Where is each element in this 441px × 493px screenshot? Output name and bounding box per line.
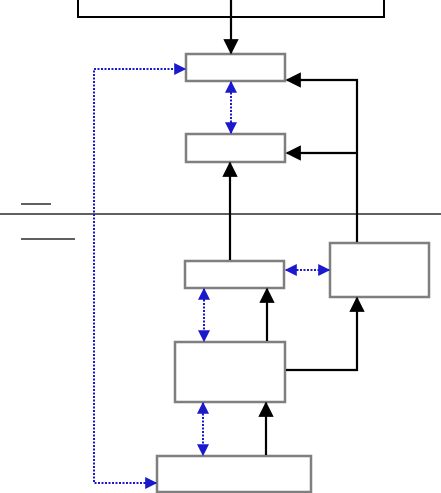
box-2 bbox=[184, 132, 287, 164]
side-box bbox=[328, 241, 431, 299]
arrow-side-to-box-1 bbox=[285, 72, 359, 242]
box-4 bbox=[173, 340, 287, 404]
box-3 bbox=[183, 259, 286, 290]
dotted-arrow-box-5-box-1 bbox=[93, 63, 187, 489]
arrow-box-4-to-side bbox=[286, 296, 365, 372]
box-5 bbox=[155, 454, 313, 493]
box-1 bbox=[184, 52, 287, 83]
